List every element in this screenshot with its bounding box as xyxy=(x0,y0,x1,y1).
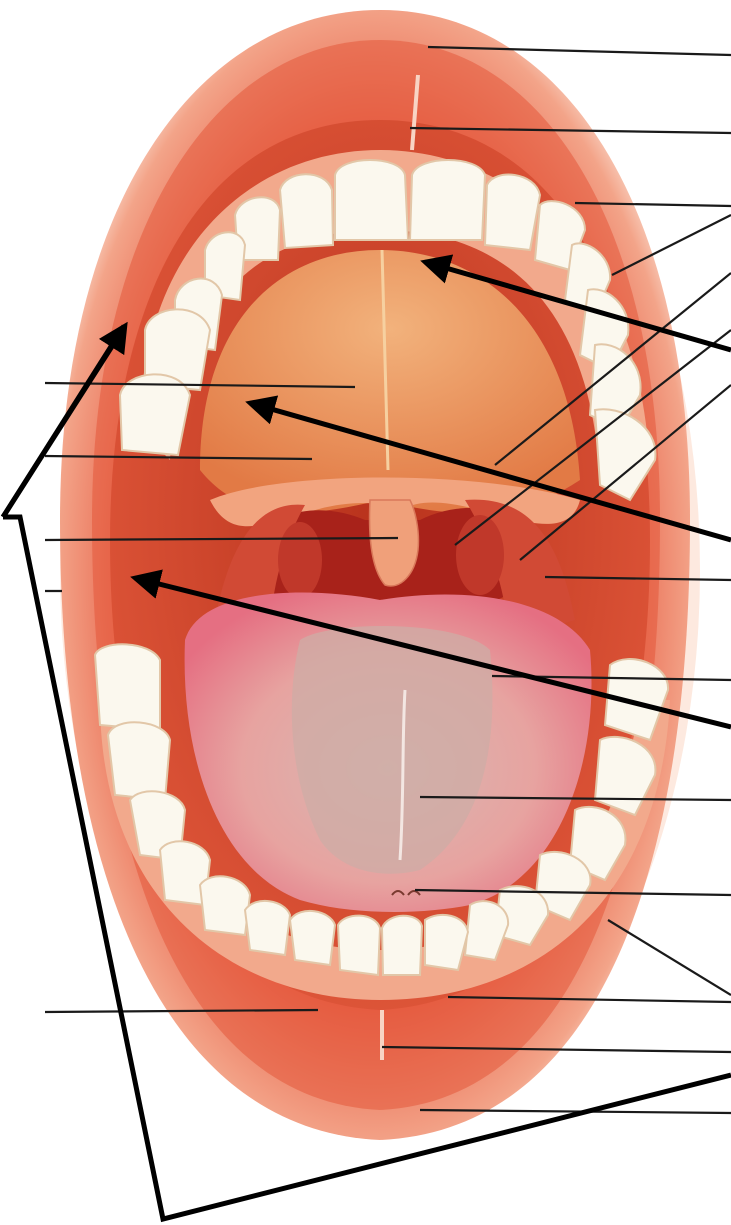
palatine-tonsil-left xyxy=(278,522,322,598)
palatine-tonsil-right xyxy=(456,515,504,595)
